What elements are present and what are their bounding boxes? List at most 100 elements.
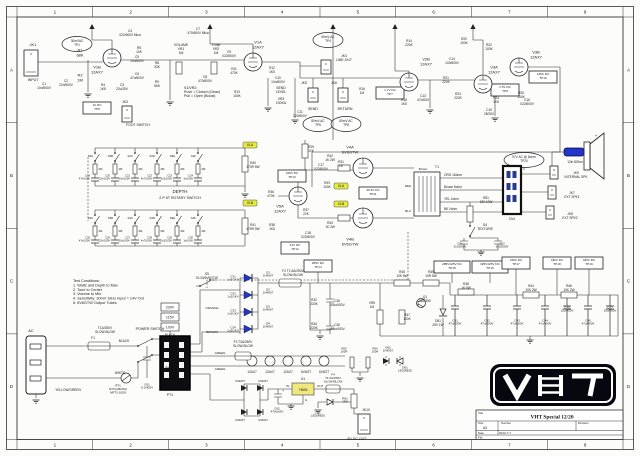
component-label: IN bbox=[286, 384, 289, 388]
component-label: YEL 4ohm bbox=[444, 197, 459, 201]
resistor-label: 2M bbox=[161, 229, 166, 233]
resistor bbox=[112, 163, 118, 175]
test-point-box bbox=[574, 256, 604, 270]
bplus-arrow bbox=[470, 24, 476, 29]
transformer-pin bbox=[164, 362, 169, 368]
revision-label: Revision bbox=[578, 421, 589, 425]
grid-row-label: A bbox=[627, 67, 630, 72]
component-label: G bbox=[305, 398, 308, 402]
switch-contact bbox=[137, 361, 139, 363]
ground-symbol bbox=[477, 251, 485, 256]
diode bbox=[257, 385, 263, 391]
jack bbox=[320, 59, 332, 75]
component-label: YELLOW/GREEN bbox=[55, 388, 81, 392]
zener-diode bbox=[439, 308, 447, 316]
test-point-box bbox=[528, 70, 558, 84]
grid-col-label: 4 bbox=[281, 10, 284, 15]
ground-symbol bbox=[491, 117, 499, 122]
resistor bbox=[466, 205, 474, 223]
ground-symbol bbox=[287, 405, 295, 410]
resistor bbox=[350, 393, 358, 409]
resistor bbox=[241, 217, 249, 235]
grid-col-label: 5 bbox=[357, 10, 360, 15]
component-label: 1N4007 bbox=[235, 418, 245, 422]
rectifier-diode bbox=[243, 290, 253, 300]
component-label: BROWN bbox=[206, 330, 218, 334]
filter-capacitor bbox=[541, 295, 549, 336]
net-tag bbox=[333, 200, 349, 208]
resistor bbox=[457, 288, 475, 296]
component-label: 1N4007 bbox=[258, 418, 268, 422]
date-label: Date bbox=[478, 431, 484, 435]
test-point-box bbox=[501, 256, 531, 270]
resistor-label: 2M bbox=[202, 167, 207, 171]
grid-col-label: 3 bbox=[205, 443, 208, 448]
net-tag-label: VLA bbox=[338, 184, 345, 188]
component-label: + bbox=[595, 133, 598, 138]
switch-contact bbox=[469, 225, 471, 227]
voltage-option-box bbox=[160, 322, 180, 332]
resistor bbox=[241, 155, 249, 173]
grid-col-label: 8 bbox=[584, 443, 587, 448]
net-tag bbox=[333, 182, 349, 190]
switch-label: S2F bbox=[191, 154, 196, 158]
resistor-label: 2M bbox=[161, 167, 166, 171]
grid-row-label: B bbox=[10, 173, 13, 178]
test-point-box bbox=[358, 186, 388, 200]
rectifier-diode bbox=[243, 307, 253, 317]
component-label: INPUT bbox=[28, 78, 40, 82]
transistor bbox=[416, 298, 426, 308]
component-label: POWER SWITCH bbox=[136, 327, 165, 331]
jack bbox=[545, 205, 555, 220]
component-label: RETURN bbox=[338, 107, 353, 111]
rectifier-diode bbox=[243, 273, 253, 283]
diode bbox=[383, 358, 389, 364]
bplus-arrow bbox=[89, 24, 95, 29]
resistor bbox=[112, 225, 118, 237]
resistor bbox=[365, 356, 371, 369]
size-value: A3 bbox=[483, 426, 487, 430]
jack bbox=[337, 87, 349, 103]
grid-row-label: A bbox=[10, 67, 13, 72]
component-label: T1 bbox=[435, 165, 439, 169]
test-point-box bbox=[490, 83, 520, 97]
bplus-arrow bbox=[392, 24, 398, 29]
connector-pin bbox=[512, 183, 517, 190]
bplus-arrow bbox=[207, 24, 213, 29]
voltage-option-label: 115V bbox=[166, 315, 175, 319]
capacitor bbox=[91, 239, 99, 244]
resistor-label: 2M bbox=[119, 229, 124, 233]
